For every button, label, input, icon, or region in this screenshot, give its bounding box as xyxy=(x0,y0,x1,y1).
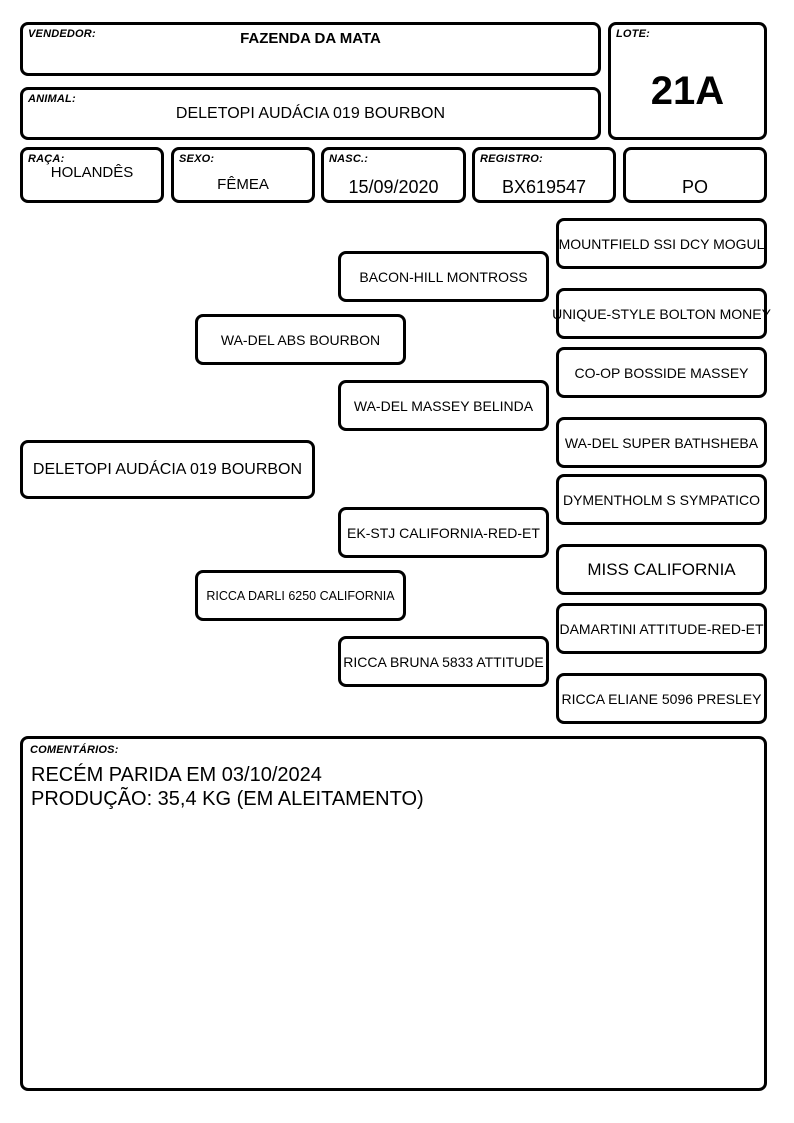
vendedor-label: VENDEDOR: xyxy=(28,28,96,40)
pedigree-ggp-8: RICCA ELIANE 5096 PRESLEY xyxy=(556,673,767,724)
pedigree-ggp-2: UNIQUE-STYLE BOLTON MONEY xyxy=(552,288,771,339)
raca-box: RAÇA: HOLANDÊS xyxy=(20,147,164,203)
sexo-label: SEXO: xyxy=(179,153,215,165)
raca-value: HOLANDÊS xyxy=(50,164,134,181)
pedigree-ggp-3: CO-OP BOSSIDE MASSEY xyxy=(556,347,767,398)
comentarios-text: RECÉM PARIDA EM 03/10/2024 PRODUÇÃO: 35,… xyxy=(31,763,424,811)
animal-value: DELETOPI AUDÁCIA 019 BOURBON xyxy=(175,105,446,122)
pedigree-ggp-1: MOUNTFIELD SSI DCY MOGUL xyxy=(556,218,767,269)
pedigree-ggp-6: MISS CALIFORNIA xyxy=(556,544,767,595)
pedigree-ggp-4: WA-DEL SUPER BATHSHEBA xyxy=(556,417,767,468)
pedigree-dam-dam: RICCA BRUNA 5833 ATTITUDE xyxy=(338,636,549,687)
vendedor-box: VENDEDOR: FAZENDA DA MATA xyxy=(20,22,601,76)
pedigree-sire: WA-DEL ABS BOURBON xyxy=(195,314,406,365)
comentarios-label: COMENTÁRIOS: xyxy=(30,744,119,756)
grau-value: PO xyxy=(681,177,708,197)
animal-label: ANIMAL: xyxy=(28,93,76,105)
sexo-box: SEXO: FÊMEA xyxy=(171,147,315,203)
comentario-line-2: PRODUÇÃO: 35,4 KG (EM ALEITAMENTO) xyxy=(31,788,424,810)
animal-box: ANIMAL: DELETOPI AUDÁCIA 019 BOURBON xyxy=(20,87,601,140)
grau-box: PO xyxy=(623,147,767,203)
registro-value: BX619547 xyxy=(501,177,587,197)
pedigree-sire-dam: WA-DEL MASSEY BELINDA xyxy=(338,380,549,431)
pedigree-ggp-5: DYMENTHOLM S SYMPATICO xyxy=(556,474,767,525)
lote-label: LOTE: xyxy=(616,28,650,40)
lote-box: LOTE: 21A xyxy=(608,22,767,140)
comentario-line-1: RECÉM PARIDA EM 03/10/2024 xyxy=(31,764,322,786)
lote-value: 21A xyxy=(650,69,725,113)
comentarios-box: COMENTÁRIOS: RECÉM PARIDA EM 03/10/2024 … xyxy=(20,736,767,1091)
pedigree-dam: RICCA DARLI 6250 CALIFORNIA xyxy=(195,570,406,621)
vendedor-value: FAZENDA DA MATA xyxy=(240,30,381,47)
registro-label: REGISTRO: xyxy=(480,153,543,165)
nasc-label: NASC.: xyxy=(329,153,369,165)
registro-box: REGISTRO: BX619547 xyxy=(472,147,616,203)
nasc-value: 15/09/2020 xyxy=(348,177,439,197)
pedigree-animal: DELETOPI AUDÁCIA 019 BOURBON xyxy=(20,440,315,499)
raca-label: RAÇA: xyxy=(28,153,65,165)
pedigree-ggp-7: DAMARTINI ATTITUDE-RED-ET xyxy=(556,603,767,654)
nasc-box: NASC.: 15/09/2020 xyxy=(321,147,466,203)
sexo-value: FÊMEA xyxy=(217,176,269,193)
pedigree-sire-sire: BACON-HILL MONTROSS xyxy=(338,251,549,302)
pedigree-dam-sire: EK-STJ CALIFORNIA-RED-ET xyxy=(338,507,549,558)
